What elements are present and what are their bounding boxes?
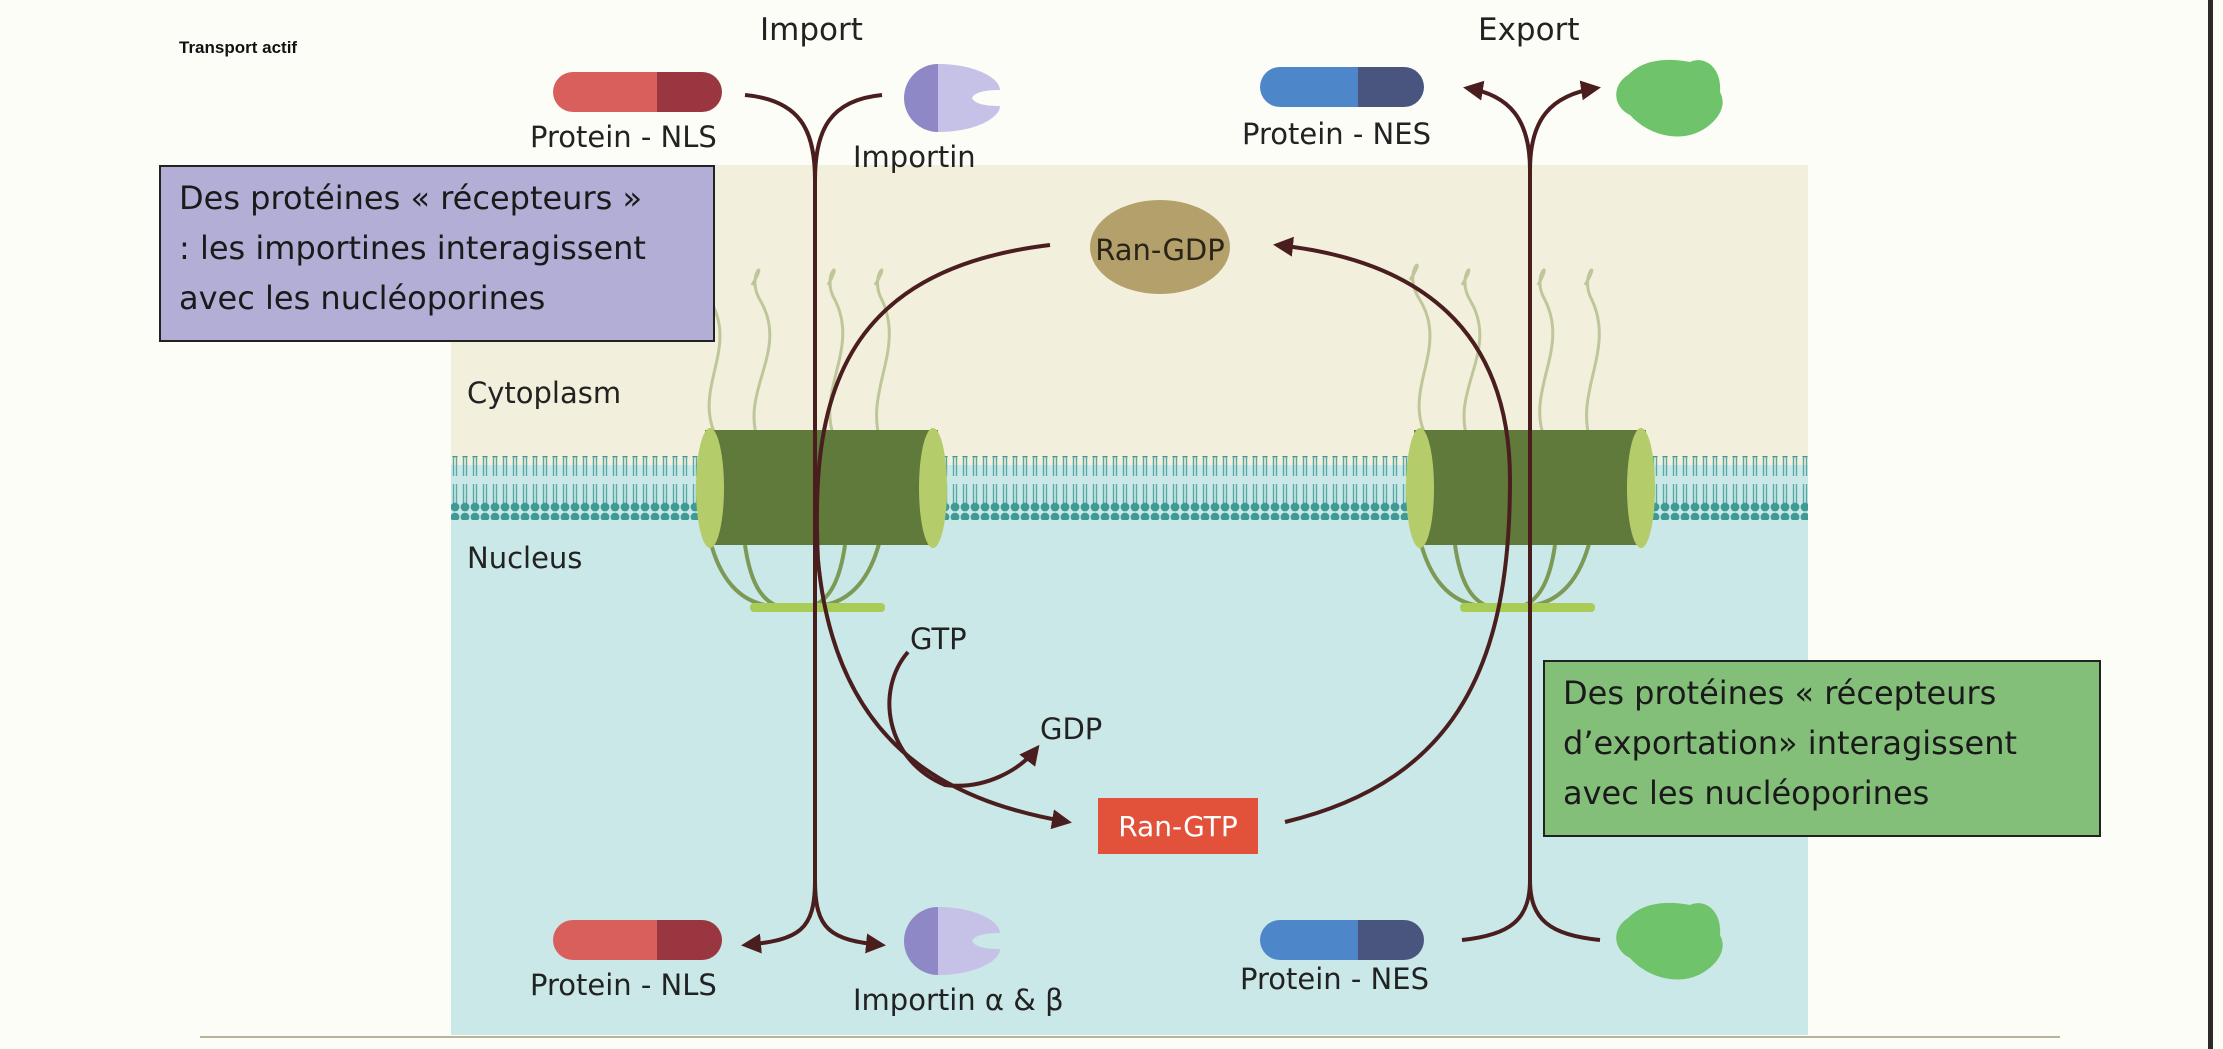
pore-1-basket-ring — [750, 603, 885, 612]
cytoplasm-label: Cytoplasm — [467, 376, 622, 410]
export-arrow-right-in — [1528, 879, 1601, 942]
protein-nls-bottom-label: Protein - NLS — [530, 968, 717, 1002]
gtp-label: GTP — [910, 622, 967, 656]
import-arrow-out-right — [813, 879, 886, 954]
import-callout-box: Des protéines « récepteurs » : les impor… — [159, 165, 715, 342]
protein-nes-top — [1260, 67, 1424, 107]
import-arrow-right-in — [813, 93, 883, 181]
importin-top-label: Importin — [853, 140, 976, 174]
export-callout-line-1: Des protéines « récepteurs — [1563, 674, 1997, 712]
pore-2-cyto-filaments — [1408, 263, 1601, 441]
pore-2-basket-ring — [1460, 603, 1595, 612]
gtp-to-gdp-arrow — [887, 650, 1040, 788]
export-callout-line-2: d’exportation» interagissent — [1563, 724, 2018, 762]
export-callout-line-3: avec les nucléoporines — [1563, 774, 1930, 812]
exportin-bottom — [1616, 902, 1723, 980]
export-arrows — [1461, 80, 1601, 942]
exportin-top — [1616, 59, 1723, 137]
nuclear-pore-1 — [696, 428, 947, 548]
slide-title: Transport actif — [179, 38, 298, 57]
ran-gtp-box: Ran-GTP — [1098, 798, 1258, 854]
ran-cycle-arrows — [814, 236, 1513, 830]
ran-gdp-label: Ran-GDP — [1095, 233, 1225, 267]
bottom-divider — [200, 1036, 2060, 1038]
export-arrow-out-right — [1528, 80, 1601, 171]
nucleus-label: Nucleus — [467, 541, 583, 575]
importin-top — [904, 64, 1000, 132]
export-header: Export — [1478, 12, 1580, 48]
protein-nls-bottom — [553, 920, 722, 960]
protein-nls-top-label: Protein - NLS — [530, 120, 717, 154]
slide-border — [2208, 0, 2213, 1049]
protein-nls-top — [553, 72, 722, 112]
import-callout-line-3: avec les nucléoporines — [179, 279, 546, 317]
protein-nes-bottom — [1260, 920, 1424, 960]
import-callout-line-1: Des protéines « récepteurs » — [179, 179, 643, 217]
import-header: Import — [760, 12, 863, 48]
importin-bottom-label: Importin α & β — [853, 983, 1064, 1017]
ran-gdp-shape — [1090, 200, 1230, 294]
export-arrow-out-left — [1463, 80, 1532, 171]
import-callout-line-2: : les importines interagissent — [179, 229, 646, 267]
gdp-label: GDP — [1040, 712, 1103, 746]
export-callout-box: Des protéines « récepteurs d’exportation… — [1543, 660, 2101, 837]
ran-gtp-to-cytoplasm-arrow — [1273, 236, 1513, 824]
protein-nes-bottom-label: Protein - NES — [1240, 962, 1429, 996]
importin-bottom — [904, 907, 1000, 975]
protein-nes-top-label: Protein - NES — [1242, 117, 1431, 151]
